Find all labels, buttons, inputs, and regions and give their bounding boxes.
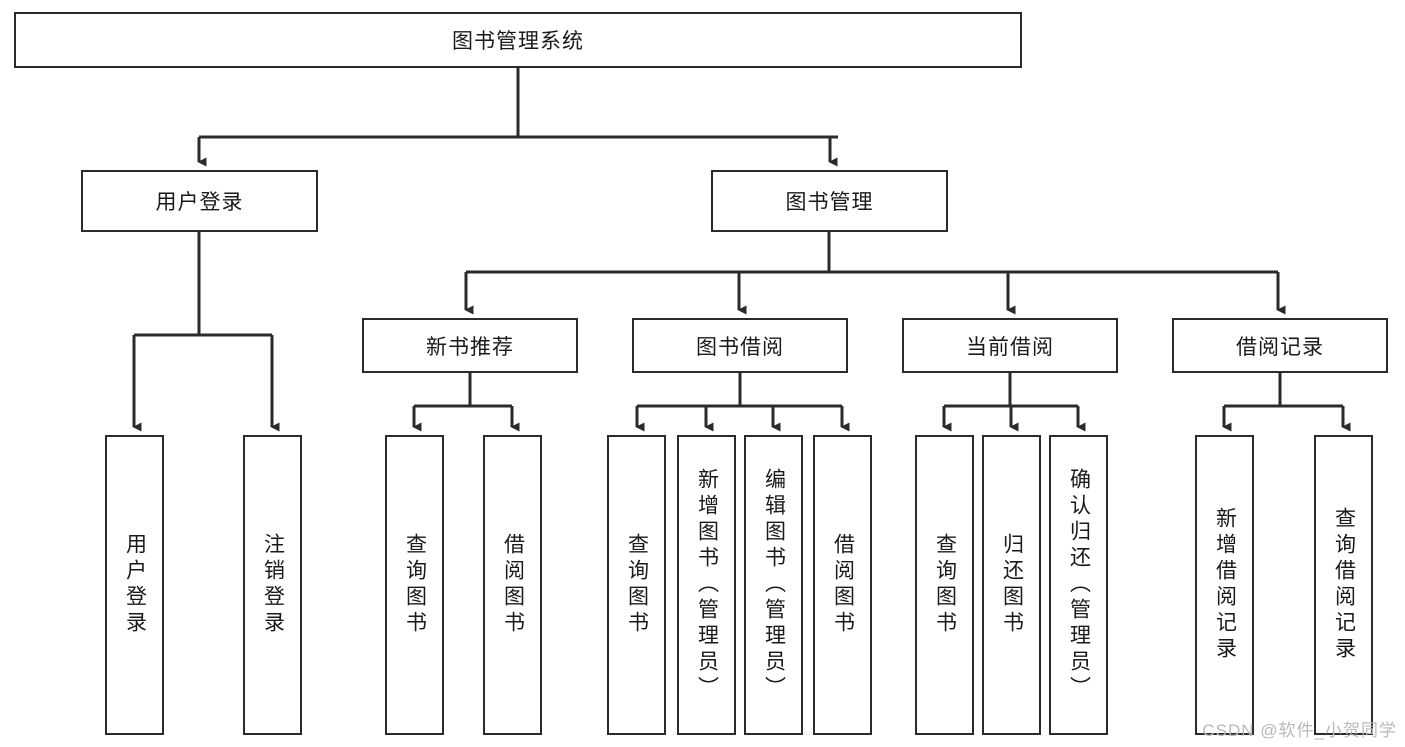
node-leaf-query-book-2[interactable]: 查询图书 <box>607 435 666 735</box>
node-leaf-add-record-label: 新增借阅记录 <box>1213 507 1237 663</box>
node-leaf-borrow-book-1-label: 借阅图书 <box>501 533 525 637</box>
node-leaf-confirm-return-label: 确认归还（管理员） <box>1067 468 1091 702</box>
node-leaf-query-book-3[interactable]: 查询图书 <box>915 435 974 735</box>
node-leaf-query-record[interactable]: 查询借阅记录 <box>1314 435 1373 735</box>
node-new-book-recommend[interactable]: 新书推荐 <box>362 318 578 373</box>
node-leaf-add-book-label: 新增图书（管理员） <box>695 468 719 702</box>
node-leaf-user-login-label: 用户登录 <box>123 533 147 637</box>
node-book-manage-label: 图书管理 <box>785 191 874 214</box>
node-leaf-query-book-2-label: 查询图书 <box>625 533 649 637</box>
node-user-login-label: 用户登录 <box>155 191 244 214</box>
node-leaf-edit-book-label: 编辑图书（管理员） <box>762 468 786 702</box>
node-leaf-borrow-book-2[interactable]: 借阅图书 <box>813 435 872 735</box>
node-new-book-recommend-label: 新书推荐 <box>426 335 514 359</box>
csdn-watermark: CSDN @软件_小贺同学 <box>1202 721 1397 740</box>
node-leaf-confirm-return[interactable]: 确认归还（管理员） <box>1049 435 1108 735</box>
node-leaf-add-record[interactable]: 新增借阅记录 <box>1195 435 1254 735</box>
node-leaf-add-book[interactable]: 新增图书（管理员） <box>677 435 736 735</box>
node-root-system-label: 图书管理系统 <box>452 30 584 53</box>
node-book-borrow[interactable]: 图书借阅 <box>632 318 848 373</box>
node-current-borrow-label: 当前借阅 <box>966 335 1054 359</box>
node-leaf-borrow-book-1[interactable]: 借阅图书 <box>483 435 542 735</box>
node-leaf-edit-book[interactable]: 编辑图书（管理员） <box>744 435 803 735</box>
node-book-borrow-label: 图书借阅 <box>696 335 784 359</box>
node-leaf-borrow-book-2-label: 借阅图书 <box>831 533 855 637</box>
node-borrow-record-label: 借阅记录 <box>1236 335 1324 359</box>
node-borrow-record[interactable]: 借阅记录 <box>1172 318 1388 373</box>
node-leaf-query-book-3-label: 查询图书 <box>933 533 957 637</box>
node-user-login[interactable]: 用户登录 <box>81 170 318 232</box>
node-leaf-query-book-1-label: 查询图书 <box>403 533 427 637</box>
node-leaf-query-book-1[interactable]: 查询图书 <box>385 435 444 735</box>
node-leaf-logout-label: 注销登录 <box>261 533 285 637</box>
node-book-manage[interactable]: 图书管理 <box>711 170 948 232</box>
node-leaf-query-record-label: 查询借阅记录 <box>1332 507 1356 663</box>
node-leaf-return-book-label: 归还图书 <box>1000 533 1024 637</box>
node-leaf-user-login[interactable]: 用户登录 <box>105 435 164 735</box>
node-root-system[interactable]: 图书管理系统 <box>14 12 1022 68</box>
node-current-borrow[interactable]: 当前借阅 <box>902 318 1118 373</box>
node-leaf-return-book[interactable]: 归还图书 <box>982 435 1041 735</box>
node-leaf-logout[interactable]: 注销登录 <box>243 435 302 735</box>
